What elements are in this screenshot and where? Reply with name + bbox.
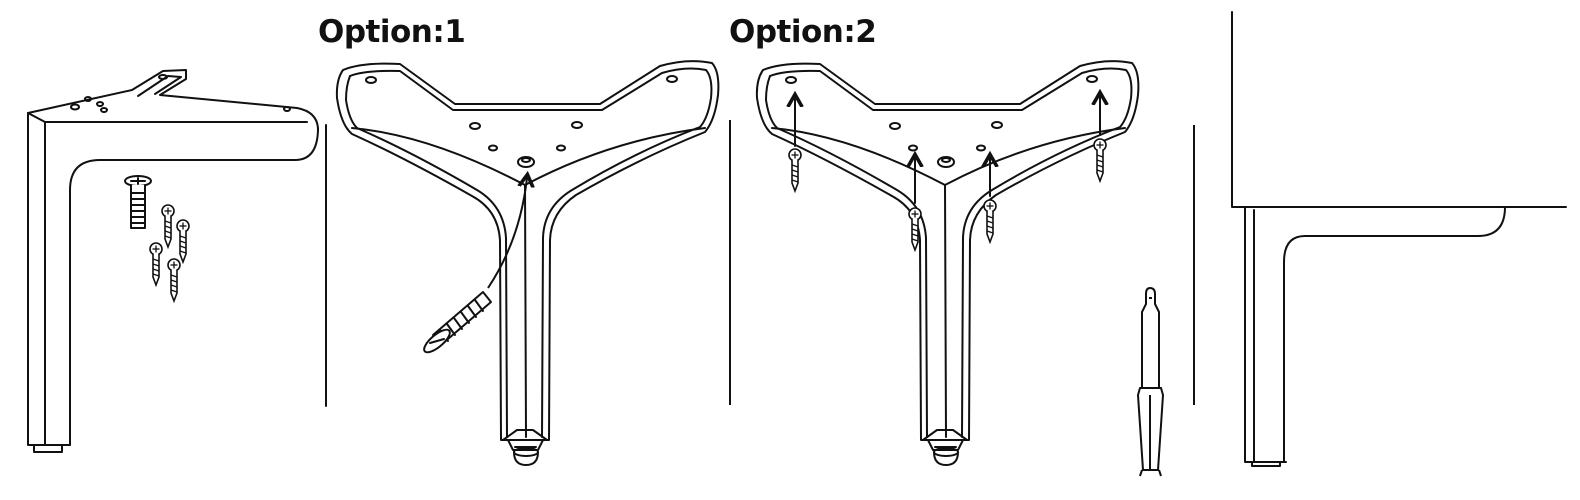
wood-screw	[1093, 138, 1107, 182]
option-2-label: Option:2	[729, 14, 877, 50]
leg-attached-to-furniture	[1232, 12, 1566, 466]
option-1-label: Option:1	[318, 14, 466, 50]
arrow-to-center-hole	[488, 178, 527, 288]
wood-screw	[161, 204, 175, 248]
wood-screw	[149, 242, 163, 286]
wood-screw	[788, 148, 802, 192]
leg-with-screws	[28, 70, 326, 452]
screwdriver-icon	[1138, 288, 1163, 476]
center-bolt	[421, 292, 491, 356]
y-leg-option-2	[755, 60, 1140, 466]
wood-screw	[983, 199, 997, 243]
screw-arrows	[795, 96, 1100, 203]
wood-screw	[176, 219, 190, 263]
wood-screw	[167, 258, 181, 302]
y-leg-option-1	[335, 60, 720, 466]
